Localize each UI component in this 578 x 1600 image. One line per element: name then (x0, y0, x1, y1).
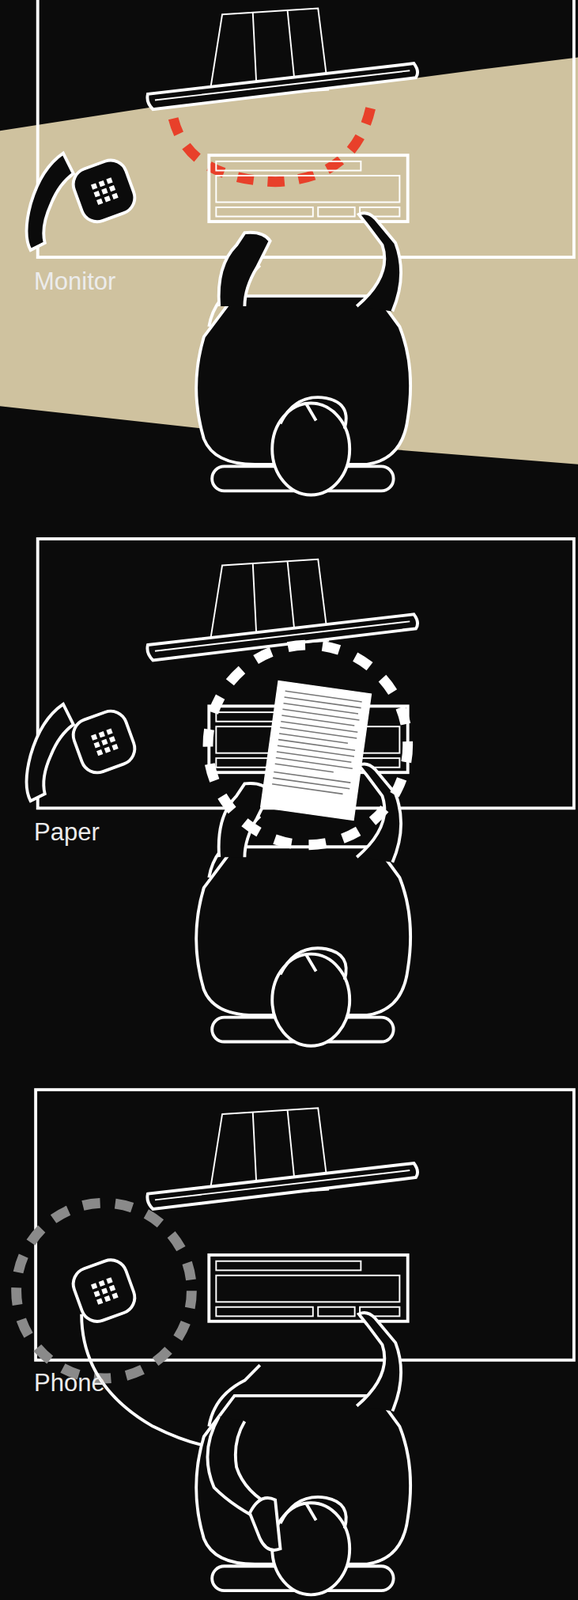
panel-label: Paper (34, 819, 100, 844)
paper-panel (26, 538, 575, 1046)
phone-panel (16, 1088, 575, 1594)
panel-label: Monitor (34, 268, 116, 294)
monitor-panel (26, 0, 575, 495)
panel-label: Phone (34, 1369, 106, 1394)
